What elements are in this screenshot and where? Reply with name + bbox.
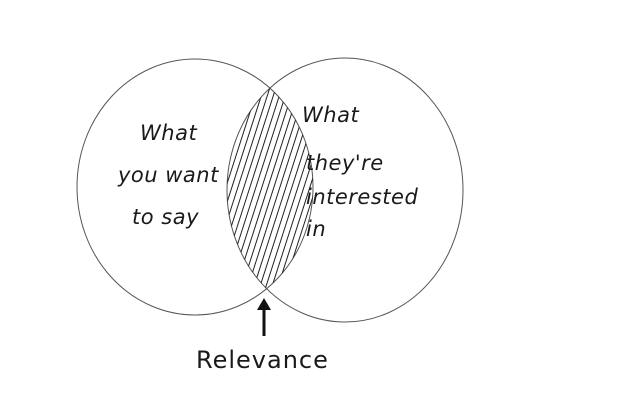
- hatch-line: [84, 50, 174, 330]
- right-set-text: What they're interested in: [302, 103, 418, 241]
- hatch-line: [444, 50, 534, 330]
- hatch-line: [432, 50, 522, 330]
- hatch-line: [227, 59, 289, 315]
- hatch-line: [90, 50, 180, 330]
- hatch-line: [468, 50, 558, 330]
- hatch-line: [456, 50, 546, 330]
- right-set-line-4: in: [306, 217, 326, 241]
- hatch-line: [227, 59, 265, 315]
- hatch-line: [72, 50, 162, 330]
- hatch-line: [108, 50, 198, 330]
- hatch-line: [227, 59, 301, 315]
- hatch-line: [227, 59, 235, 315]
- hatch-line: [426, 50, 516, 330]
- hatch-line: [462, 50, 552, 330]
- right-set-line-3: interested: [306, 185, 418, 209]
- hatch-line: [414, 50, 504, 330]
- left-set-line-2: you want: [117, 163, 219, 187]
- hatch-line: [227, 59, 277, 315]
- arrow-up-icon: [257, 298, 271, 336]
- hatch-line: [227, 59, 229, 315]
- hatch-line: [227, 59, 247, 315]
- hatch-line: [132, 50, 222, 330]
- hatch-line: [120, 50, 210, 330]
- hatch-line: [227, 59, 283, 315]
- hatch-line: [227, 59, 295, 315]
- hatch-line: [96, 50, 186, 330]
- hatch-line: [114, 50, 204, 330]
- right-set-line-2: they're: [306, 151, 384, 175]
- hatch-line: [438, 50, 528, 330]
- hatch-line: [474, 50, 564, 330]
- hatch-line: [408, 50, 498, 330]
- hatch-line: [227, 59, 253, 315]
- hatch-line: [227, 59, 259, 315]
- hatch-line: [251, 59, 313, 315]
- hatch-line: [227, 59, 307, 315]
- hatch-line: [420, 50, 510, 330]
- hatch-line: [60, 50, 150, 330]
- left-set-text: What you want to say: [117, 121, 219, 229]
- right-set-line-1: What: [302, 103, 359, 127]
- left-set-line-1: What: [140, 121, 197, 145]
- hatch-line: [227, 59, 313, 315]
- intersection-label: Relevance: [196, 346, 329, 374]
- right-set-circle: [226, 57, 464, 323]
- hatch-line: [66, 50, 156, 330]
- hatch-line: [227, 59, 271, 315]
- hatch-line: [126, 50, 216, 330]
- left-set-circle: [76, 58, 314, 316]
- left-set-line-3: to say: [132, 205, 199, 229]
